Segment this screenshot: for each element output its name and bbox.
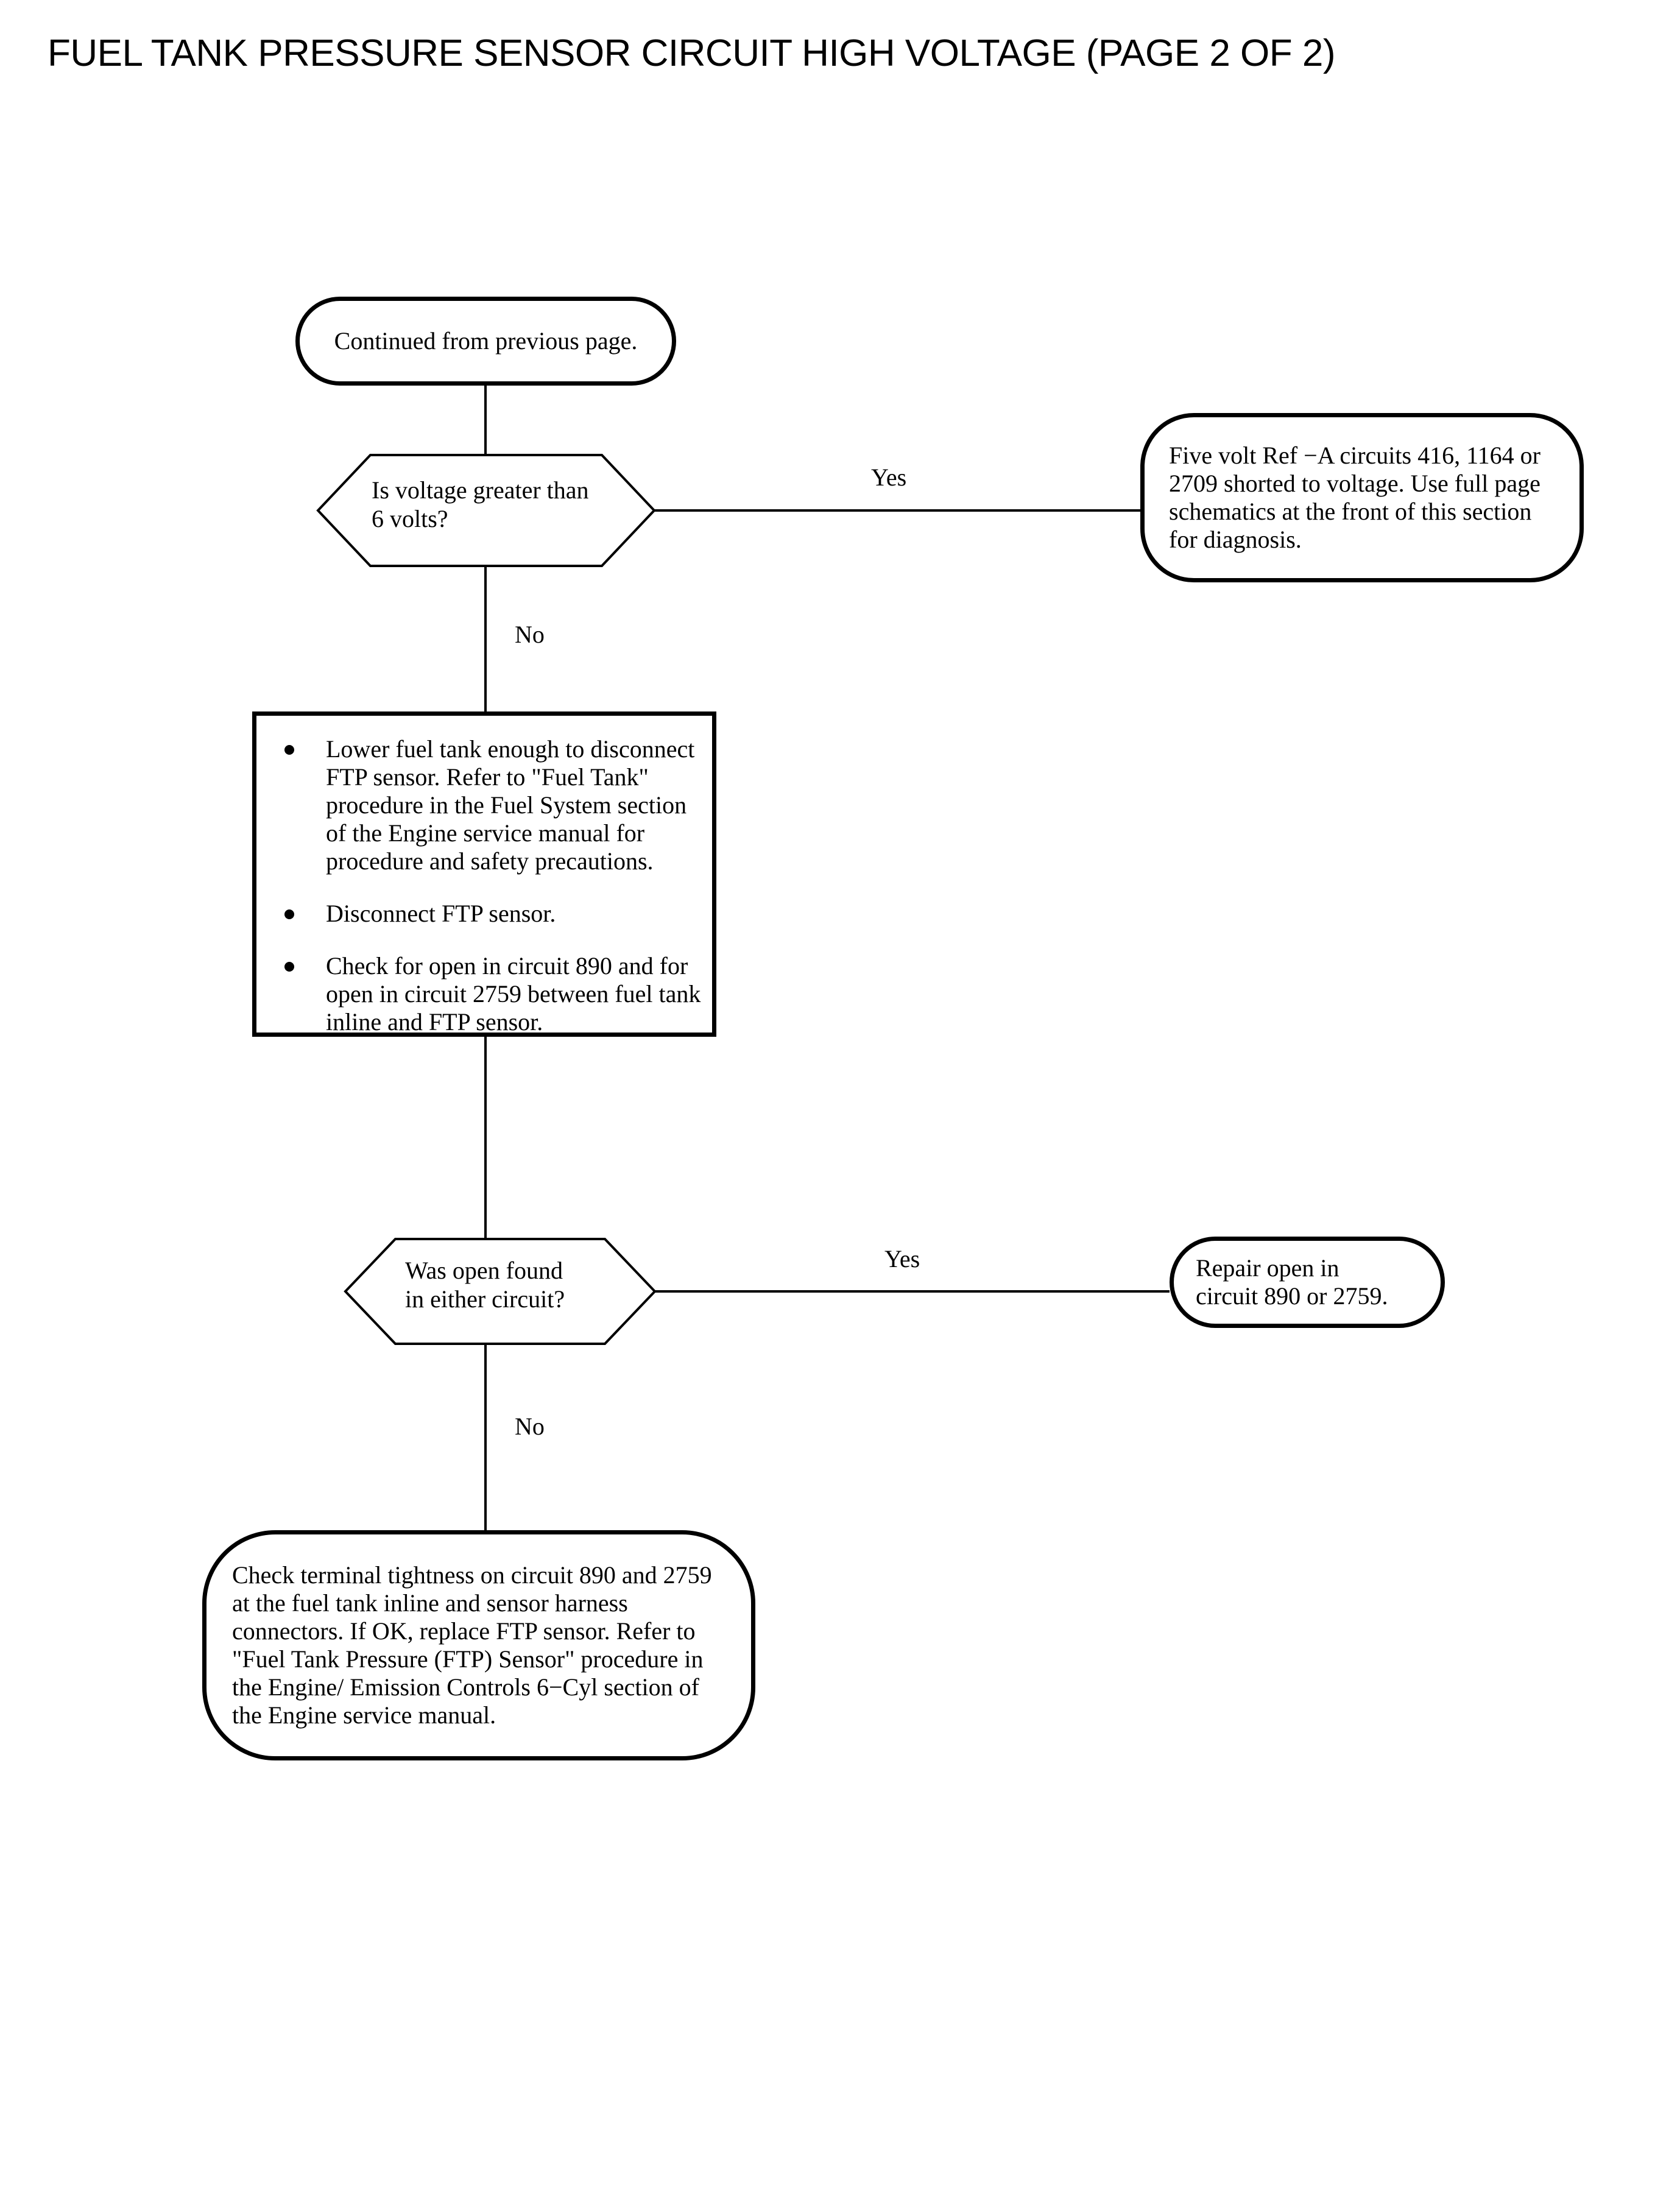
five-volt-ref-label: Five volt Ref −A circuits 416, 1164 or 2… [1169,442,1541,553]
edge-label-no-1: No [515,621,545,648]
hexagon-shape-icon [316,454,656,567]
connector-decision-open-found-no [484,1345,487,1530]
node-continued-label: Continued from previous page. [334,327,638,355]
edge-label-yes-1: Yes [871,464,907,491]
node-check-terminal-tightness: Check terminal tightness on circuit 890 … [202,1530,755,1760]
bullet-dot-icon [284,962,294,972]
decision-voltage-line2: 6 volts? [372,505,448,533]
node-decision-is-voltage-greater-than-6-volts: Is voltage greater than 6 volts? [316,454,656,567]
hexagon-shape-icon [344,1238,657,1345]
bullet-dot-icon [284,745,294,755]
bullet-text: Check for open in circuit 890 and for op… [326,952,701,1036]
list-item: Check for open in circuit 890 and for op… [278,952,701,1036]
page-title: FUEL TANK PRESSURE SENSOR CIRCUIT HIGH V… [48,32,1336,74]
action-bullet-list: Lower fuel tank enough to disconnect FTP… [278,735,701,1036]
node-continued-from-previous-page: Continued from previous page. [295,297,676,386]
repair-open-line1: Repair open in [1196,1254,1339,1282]
node-action-checks: Lower fuel tank enough to disconnect FTP… [252,711,716,1037]
connector-start-to-decision-voltage [484,386,487,454]
decision-open-found-text: Was open found in either circuit? [405,1256,624,1313]
edge-label-no-2: No [515,1413,545,1440]
list-item: Lower fuel tank enough to disconnect FTP… [278,735,701,875]
node-decision-was-open-found: Was open found in either circuit? [344,1238,657,1345]
decision-open-found-line1: Was open found [405,1257,563,1284]
node-repair-open-in-circuit: Repair open in circuit 890 or 2759. [1170,1237,1445,1328]
bullet-text: Lower fuel tank enough to disconnect FTP… [326,735,695,875]
connector-decision-voltage-no [484,567,487,711]
bullet-text: Disconnect FTP sensor. [326,900,556,927]
decision-open-found-line2: in either circuit? [405,1285,565,1313]
connector-decision-voltage-yes [654,509,1140,512]
connector-decision-open-found-yes [655,1290,1170,1293]
decision-voltage-text: Is voltage greater than 6 volts? [372,476,634,533]
list-item: Disconnect FTP sensor. [278,900,701,928]
edge-label-yes-2: Yes [884,1245,920,1273]
connector-action-to-decision-open-found [484,1037,487,1243]
node-five-volt-ref-shorted-to-voltage: Five volt Ref −A circuits 416, 1164 or 2… [1140,413,1584,582]
decision-voltage-line1: Is voltage greater than [372,476,589,504]
check-terminal-label: Check terminal tightness on circuit 890 … [232,1561,712,1729]
repair-open-text: Repair open in circuit 890 or 2759. [1174,1254,1441,1310]
bullet-dot-icon [284,909,294,919]
repair-open-line2: circuit 890 or 2759. [1196,1282,1388,1310]
